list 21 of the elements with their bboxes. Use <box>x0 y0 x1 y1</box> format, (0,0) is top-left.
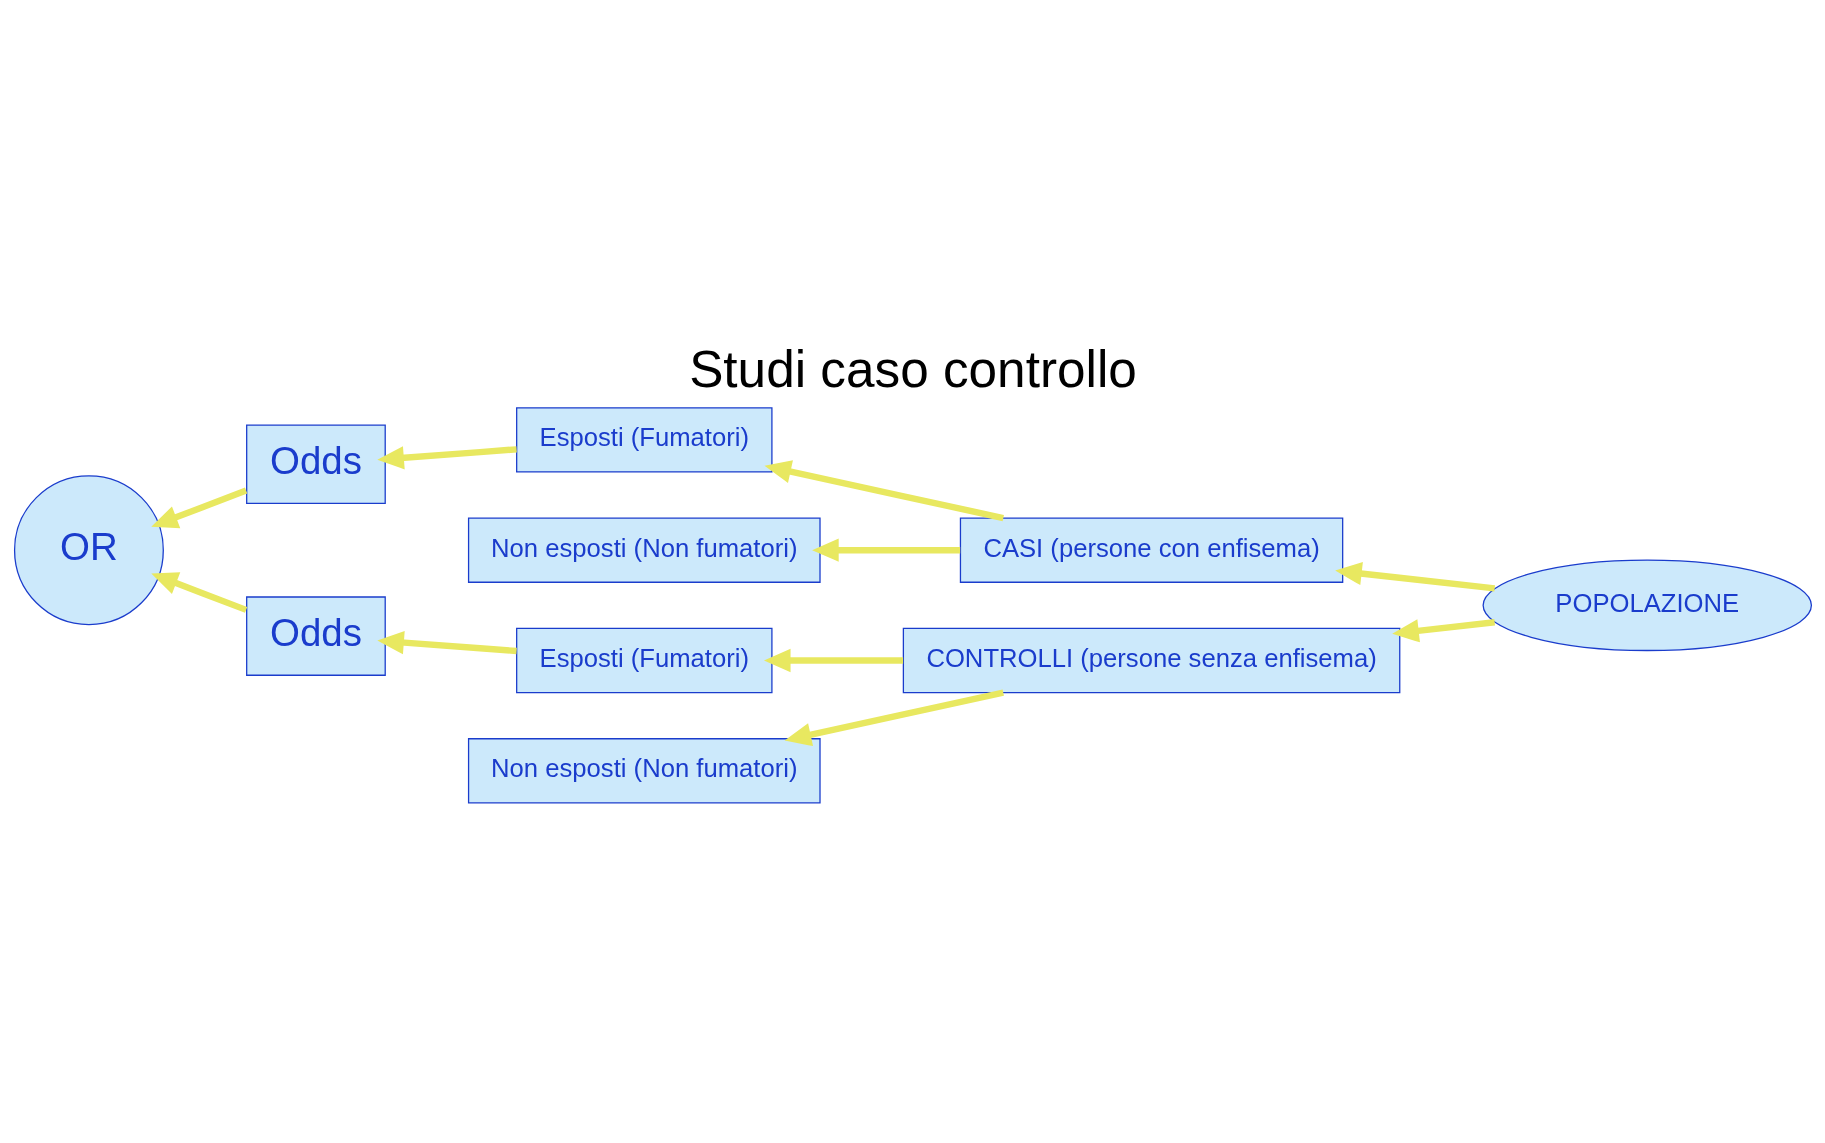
arrow <box>811 538 960 562</box>
node-box: Non esposti (Non fumatori) <box>467 737 821 803</box>
node-box: CASI (persone con enfisema) <box>959 517 1343 583</box>
node-box: Odds <box>245 424 386 504</box>
arrow <box>376 445 517 469</box>
arrow <box>784 689 1004 746</box>
node-box: Non esposti (Non fumatori) <box>467 517 821 583</box>
arrow <box>1391 618 1495 642</box>
node-ellipse: POPOLAZIONE <box>1482 559 1812 651</box>
arrow <box>764 459 1004 521</box>
arrow <box>376 630 517 654</box>
node-box: Esposti (Fumatori) <box>515 406 773 473</box>
arrow <box>150 571 247 613</box>
node-circle: OR <box>13 474 164 625</box>
arrow <box>1334 561 1495 592</box>
diagram-title: Studi caso controllo <box>688 340 1137 398</box>
node-box: Esposti (Fumatori) <box>515 627 773 693</box>
node-box: Odds <box>245 595 386 676</box>
arrow <box>150 487 247 528</box>
node-box: CONTROLLI (persone senza enfisema) <box>902 627 1400 693</box>
arrow <box>763 648 903 672</box>
